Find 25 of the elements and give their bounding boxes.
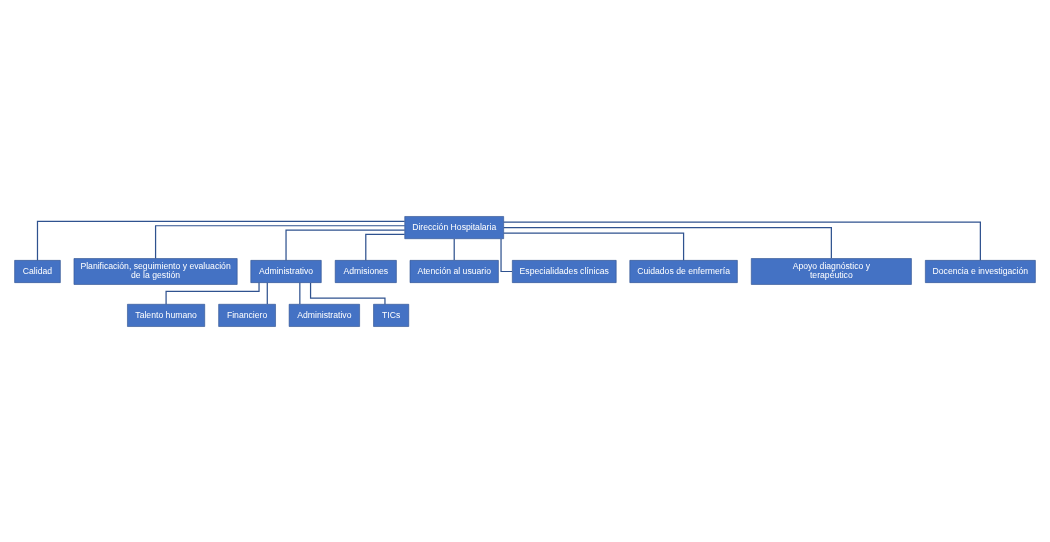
connector xyxy=(365,233,406,261)
node-box: TICs xyxy=(373,303,410,327)
node-box: Administrativo xyxy=(250,259,322,283)
node-box: Dirección Hospitalaria xyxy=(404,215,504,239)
node-box: Apoyo diagnóstico y terapéutico xyxy=(751,257,912,285)
node-box: Admisiones xyxy=(334,259,397,283)
connector xyxy=(285,228,406,261)
node-box: Docencia e investigación xyxy=(925,259,1036,283)
connector xyxy=(503,232,685,261)
connector xyxy=(309,281,386,305)
connector xyxy=(154,224,406,259)
node-box: Especialidades clínicas xyxy=(512,259,617,283)
node-box: Administrativo xyxy=(288,303,360,327)
node-box: Financiero xyxy=(218,303,276,327)
connector xyxy=(453,237,455,261)
connector xyxy=(299,281,301,305)
connector xyxy=(266,281,268,305)
connector xyxy=(503,226,832,259)
connector xyxy=(503,220,981,261)
node-box: Calidad xyxy=(14,259,61,283)
node-box: Planificación, seguimiento y evaluación de la gestión xyxy=(73,257,238,285)
node-box: Cuidados de enfermería xyxy=(629,259,738,283)
node-box: Atención al usuario xyxy=(409,259,499,283)
connector xyxy=(36,220,406,261)
node-box: Talento humano xyxy=(127,303,206,327)
